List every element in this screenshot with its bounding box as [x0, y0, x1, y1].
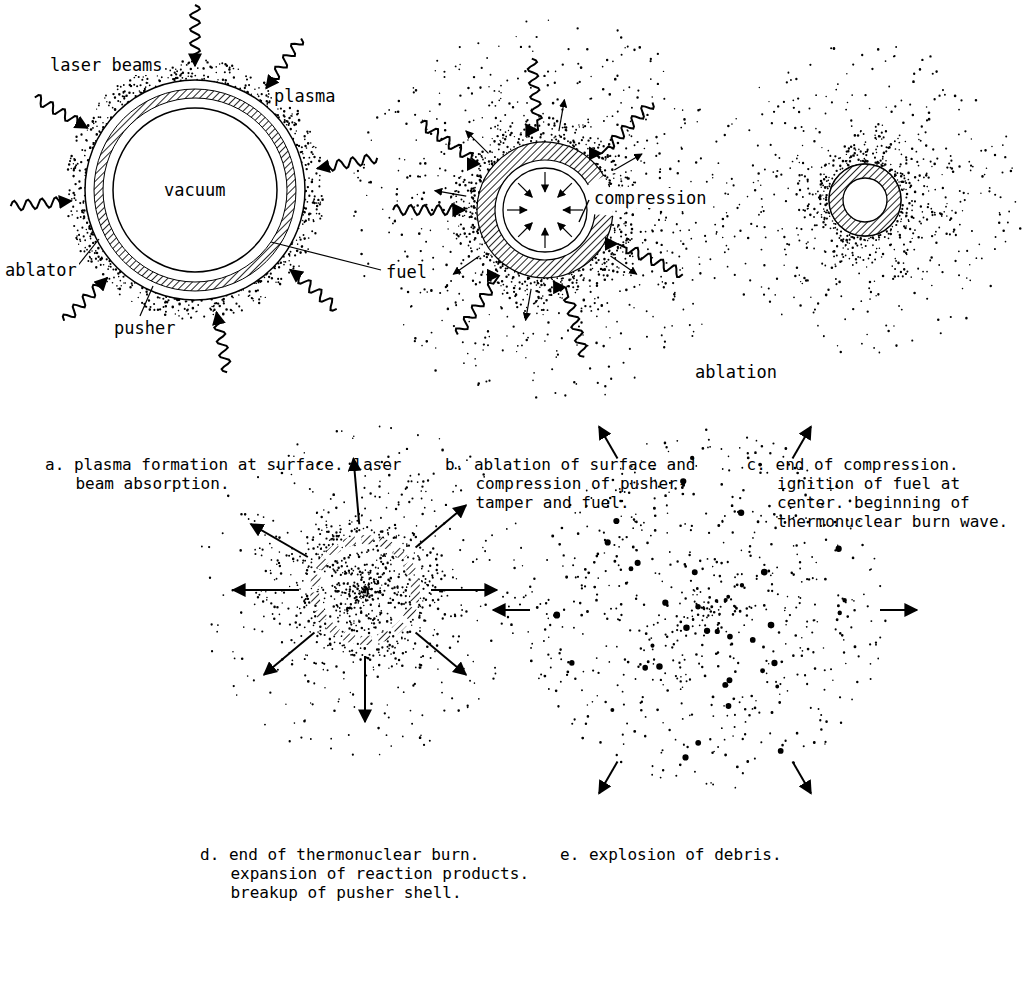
motion-arrow	[416, 505, 467, 547]
motion-arrow	[453, 256, 479, 274]
part-label: laser beams	[48, 55, 165, 75]
motion-arrow	[493, 609, 530, 611]
part-label: vacuum	[162, 180, 227, 200]
laser-beam	[290, 270, 337, 311]
part-label: pusher	[112, 318, 177, 338]
leader-line	[579, 200, 589, 222]
motion-arrow	[599, 762, 618, 794]
pusher-shell	[486, 151, 604, 269]
part-label: compression	[592, 188, 709, 208]
stage-caption: a. plasma formation at surface. laser be…	[45, 455, 425, 493]
laser-beam	[602, 103, 654, 154]
pusher-shell	[836, 171, 894, 229]
laser-beam	[564, 287, 586, 357]
stage-caption: b. ablation of surface and compression o…	[445, 455, 740, 512]
motion-arrow	[264, 632, 315, 674]
laser-beam	[190, 5, 200, 66]
fuel-boundary	[113, 108, 277, 272]
shell-outline	[495, 160, 595, 260]
shell-outline	[103, 98, 287, 282]
part-label: plasma	[272, 86, 337, 106]
motion-arrow	[544, 228, 545, 248]
laser-beam	[214, 312, 230, 372]
pusher-shell	[99, 94, 292, 287]
motion-arrow	[558, 183, 572, 197]
motion-arrow	[518, 183, 532, 197]
stipple	[353, 19, 729, 398]
shell-outline	[829, 164, 901, 236]
leader-line	[140, 286, 153, 316]
motion-arrow	[251, 524, 308, 557]
motion-arrow	[611, 256, 637, 274]
stage-caption: c. end of compression. ignition of fuel …	[747, 455, 1027, 531]
stipple	[707, 46, 1021, 353]
laser-beam	[618, 244, 683, 277]
laser-beam	[63, 278, 108, 321]
shell-outline	[829, 164, 901, 236]
motion-arrow	[518, 223, 532, 237]
motion-arrow	[880, 609, 917, 611]
laser-beam	[528, 59, 542, 131]
motion-arrow	[526, 289, 532, 321]
motion-arrow	[466, 131, 489, 154]
motion-arrow	[233, 589, 299, 591]
stipple	[453, 117, 634, 301]
part-label: ablator	[3, 260, 79, 280]
motion-arrow	[563, 209, 583, 210]
motion-arrow	[793, 426, 812, 458]
motion-arrow	[364, 656, 366, 722]
laser-beam	[317, 155, 377, 171]
shell-outline	[477, 142, 613, 278]
motion-arrow	[431, 589, 497, 591]
motion-arrow	[599, 426, 618, 458]
ablator-shell	[85, 80, 305, 300]
fuel-boundary	[503, 168, 587, 252]
motion-arrow	[558, 223, 572, 237]
laser-beam	[421, 121, 480, 164]
laser-beam	[11, 197, 72, 210]
stage-caption: d. end of thermonuclear burn. expansion …	[200, 845, 530, 902]
laser-beam	[393, 205, 465, 215]
part-label: fuel	[384, 262, 429, 282]
laser-beam	[35, 95, 88, 128]
motion-arrow	[559, 100, 565, 132]
shell-outline	[94, 89, 296, 291]
motion-arrow	[435, 191, 467, 197]
motion-arrow	[793, 762, 812, 794]
leader-line	[76, 239, 99, 268]
motion-arrow	[614, 154, 642, 170]
fuel-core	[843, 178, 887, 222]
part-label: ablation	[693, 362, 779, 382]
motion-arrow	[416, 632, 467, 674]
leader-line	[271, 242, 381, 270]
pusher-shell	[315, 540, 416, 641]
stage-caption: e. explosion of debris.	[560, 845, 830, 864]
motion-arrow	[544, 172, 545, 192]
laser-beam	[266, 39, 303, 89]
laser-beam	[456, 276, 499, 335]
motion-arrow	[507, 209, 527, 210]
shell-ground	[477, 142, 613, 278]
